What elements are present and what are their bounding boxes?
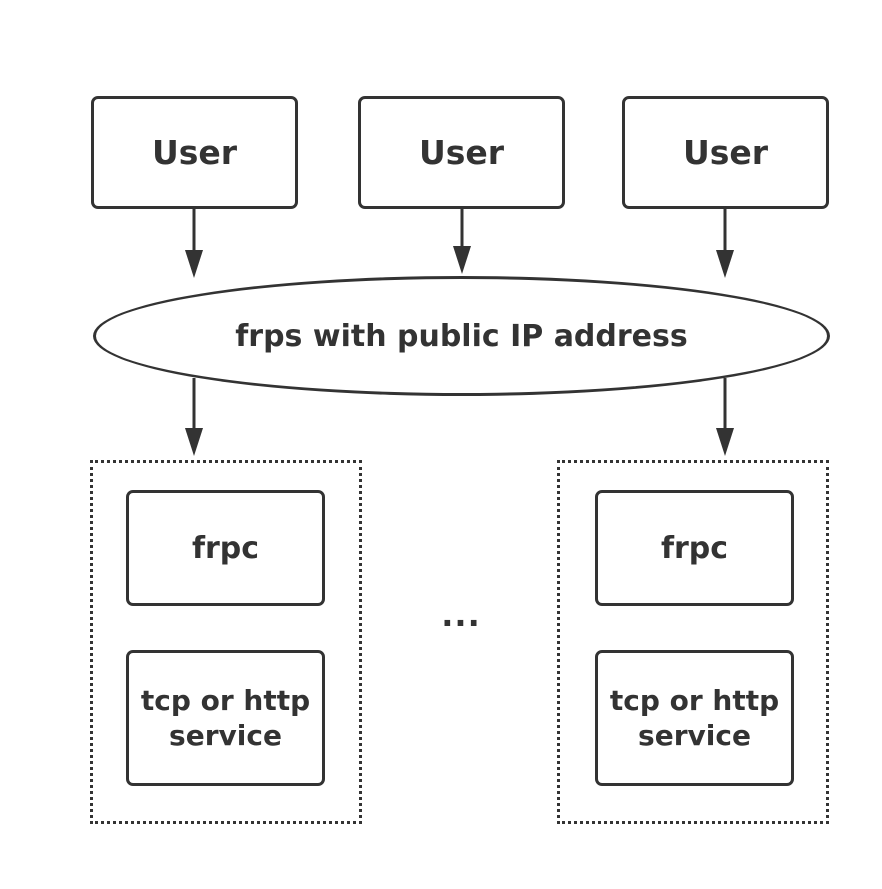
more-clients-ellipsis: ... [441, 596, 481, 634]
user-label: User [151, 133, 238, 172]
user-to-server-arrow-2 [453, 209, 471, 274]
user-to-server-arrow-3 [716, 209, 734, 278]
client-group-1: frpc tcp or http service [90, 460, 362, 824]
server-label: frps with public IP address [235, 318, 688, 354]
frpc-label: frpc [191, 530, 260, 566]
frpc-box: frpc [595, 490, 794, 606]
client-group-2: frpc tcp or http service [557, 460, 829, 824]
server-to-client-arrow-2 [716, 378, 734, 456]
service-label: tcp or http service [609, 684, 780, 752]
service-box: tcp or http service [595, 650, 794, 786]
user-box-1: User [91, 96, 298, 209]
frpc-box: frpc [126, 490, 325, 606]
server-to-client-arrow-1 [185, 378, 203, 456]
user-label: User [682, 133, 769, 172]
user-box-2: User [358, 96, 565, 209]
service-label: tcp or http service [140, 684, 311, 752]
user-label: User [418, 133, 505, 172]
frps-server-node: frps with public IP address [93, 276, 830, 396]
frpc-label: frpc [660, 530, 729, 566]
user-box-3: User [622, 96, 829, 209]
user-to-server-arrow-1 [185, 209, 203, 278]
service-box: tcp or http service [126, 650, 325, 786]
